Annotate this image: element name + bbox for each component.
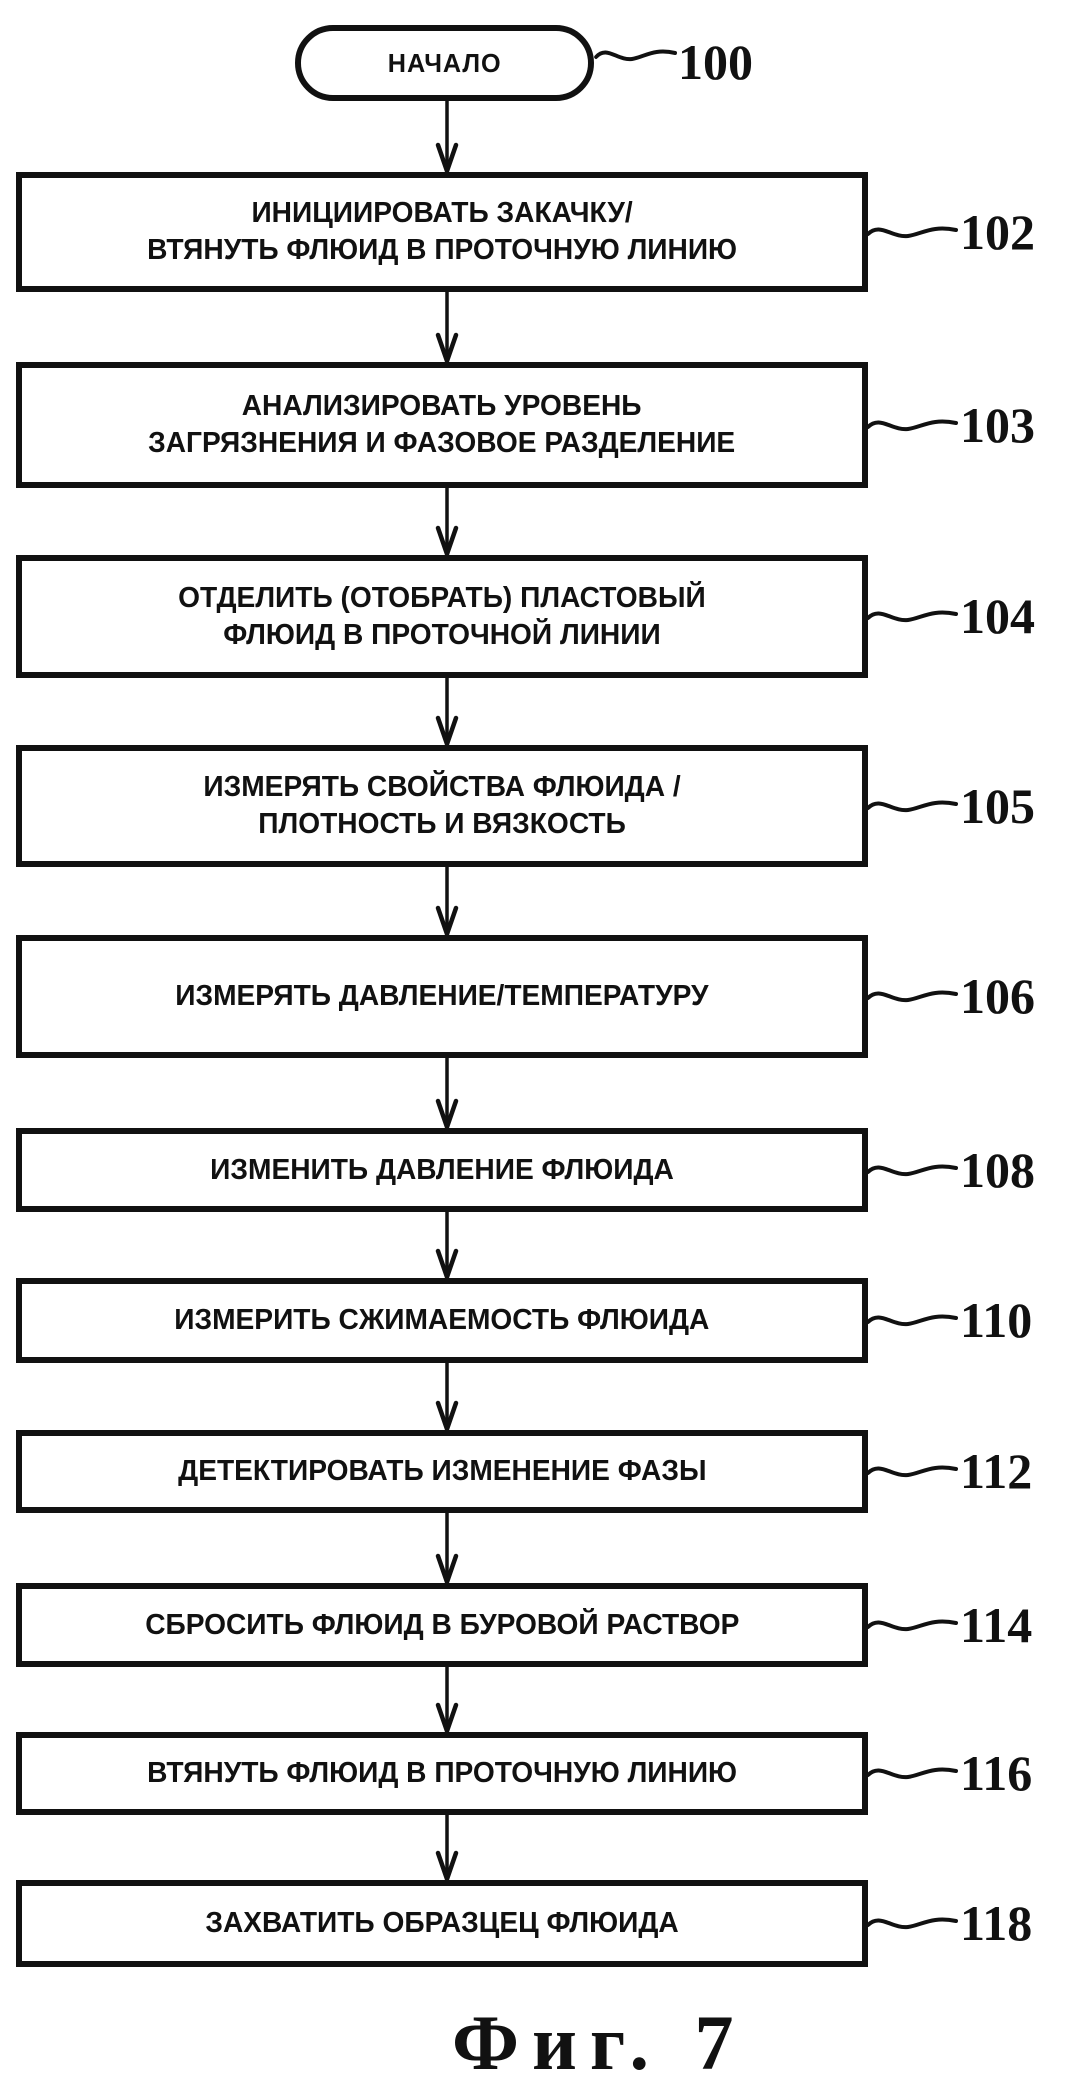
ref-label-112: 112 (960, 1443, 1033, 1499)
process-box-106: ИЗМЕРЯТЬ ДАВЛЕНИЕ/ТЕМПЕРАТУРУ (16, 935, 868, 1058)
process-box-105: ИЗМЕРЯТЬ СВОЙСТВА ФЛЮИДА / ПЛОТНОСТЬ И В… (16, 745, 868, 867)
ref-label-105: 105 (960, 778, 1035, 834)
process-box-103-text: АНАЛИЗИРОВАТЬ УРОВЕНЬ ЗАГРЯЗНЕНИЯ И ФАЗО… (148, 390, 736, 459)
process-box-116: ВТЯНУТЬ ФЛЮИД В ПРОТОЧНУЮ ЛИНИЮ (16, 1732, 868, 1815)
process-box-114-text: СБРОСИТЬ ФЛЮИД В БУРОВОЙ РАСТВОР (144, 1608, 740, 1641)
process-box-118: ЗАХВАТИТЬ ОБРАЗЦЕЦ ФЛЮИДА (16, 1880, 868, 1967)
start-terminator-label: НАЧАЛО (387, 47, 502, 78)
process-box-110: ИЗМЕРИТЬ СЖИМАЕМОСТЬ ФЛЮИДА (16, 1278, 868, 1363)
ref-label-106: 106 (960, 968, 1035, 1024)
ref-label-104: 104 (960, 588, 1035, 644)
ref-label-110: 110 (960, 1292, 1033, 1348)
ref-label-116: 116 (960, 1745, 1033, 1801)
process-box-108: ИЗМЕНИТЬ ДАВЛЕНИЕ ФЛЮИДА (16, 1128, 868, 1212)
process-box-104: ОТДЕЛИТЬ (ОТОБРАТЬ) ПЛАСТОВЫЙ ФЛЮИД В ПР… (16, 555, 868, 678)
ref-label-100: 100 (678, 34, 753, 90)
ref-label-102: 102 (960, 204, 1035, 260)
process-box-102-text: ИНИЦИИРОВАТЬ ЗАКАЧКУ/ ВТЯНУТЬ ФЛЮИД В ПР… (147, 197, 737, 266)
ref-label-108: 108 (960, 1142, 1035, 1198)
process-box-110-text: ИЗМЕРИТЬ СЖИМАЕМОСТЬ ФЛЮИДА (174, 1304, 710, 1336)
process-box-106-text: ИЗМЕРЯТЬ ДАВЛЕНИЕ/ТЕМПЕРАТУРУ (175, 980, 709, 1012)
process-box-112-text: ДЕТЕКТИРОВАТЬ ИЗМЕНЕНИЕ ФАЗЫ (177, 1455, 707, 1487)
process-box-103: АНАЛИЗИРОВАТЬ УРОВЕНЬ ЗАГРЯЗНЕНИЯ И ФАЗО… (16, 362, 868, 488)
figure-caption: Фиг. 7 (452, 1999, 747, 2086)
process-box-114: СБРОСИТЬ ФЛЮИД В БУРОВОЙ РАСТВОР (16, 1583, 868, 1667)
start-terminator: НАЧАЛО (295, 25, 594, 101)
process-box-118-text: ЗАХВАТИТЬ ОБРАЗЦЕЦ ФЛЮИДА (205, 1907, 679, 1939)
ref-label-114: 114 (960, 1597, 1033, 1653)
process-box-116-text: ВТЯНУТЬ ФЛЮИД В ПРОТОЧНУЮ ЛИНИЮ (147, 1757, 737, 1789)
process-box-102: ИНИЦИИРОВАТЬ ЗАКАЧКУ/ ВТЯНУТЬ ФЛЮИД В ПР… (16, 172, 868, 292)
process-box-105-text: ИЗМЕРЯТЬ СВОЙСТВА ФЛЮИДА / ПЛОТНОСТЬ И В… (203, 771, 681, 840)
process-box-104-text: ОТДЕЛИТЬ (ОТОБРАТЬ) ПЛАСТОВЫЙ ФЛЮИД В ПР… (178, 581, 706, 651)
ref-label-103: 103 (960, 397, 1035, 453)
ref-label-118: 118 (960, 1895, 1033, 1951)
process-box-108-text: ИЗМЕНИТЬ ДАВЛЕНИЕ ФЛЮИДА (210, 1153, 674, 1186)
process-box-112: ДЕТЕКТИРОВАТЬ ИЗМЕНЕНИЕ ФАЗЫ (16, 1430, 868, 1513)
